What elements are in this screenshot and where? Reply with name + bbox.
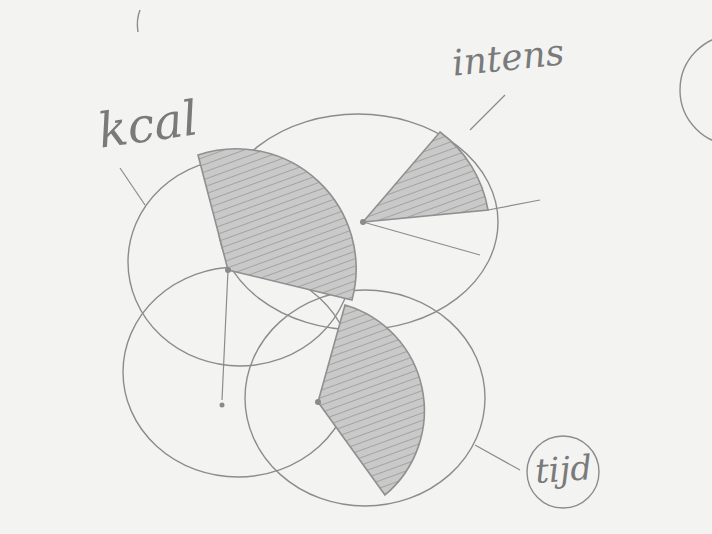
handwritten-label: kcal — [95, 93, 201, 154]
handwritten-label: intens — [450, 34, 565, 82]
handwritten-label: tijd — [534, 450, 593, 488]
